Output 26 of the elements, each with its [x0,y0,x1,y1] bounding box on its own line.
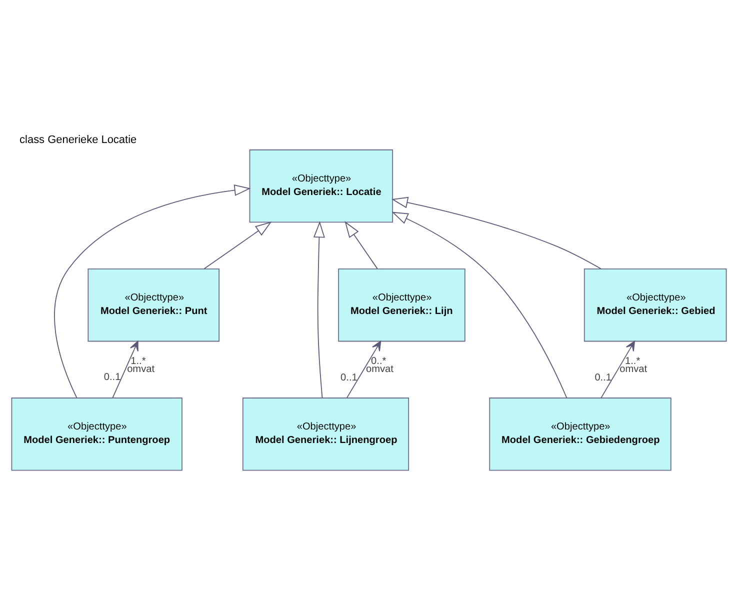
label: 0..1 [594,372,612,384]
arrow [112,340,138,398]
label: 1..* [130,356,146,367]
arrow [392,212,568,398]
edge-label: omvat [366,364,394,376]
arrow [344,221,378,270]
arrow [313,221,325,398]
arrow [204,222,272,270]
node-box: «Objecttype» Model Generiek:: Lijn [338,268,466,342]
label: 0..1 [104,372,121,384]
label: 1..* [625,356,640,367]
node-box: «Objecttype» Model Generiek:: Punt [88,268,220,342]
arrow [346,340,382,398]
arrow [54,184,251,398]
node-box: «Objecttype» Model Generiek:: Gebied [584,268,727,342]
node-box: «Objecttype» Model Generiek:: Gebiedengroep [489,398,672,471]
arrow [600,340,635,398]
edge-label: omvat [127,364,154,376]
label: 0..* [371,356,386,367]
node-box: «Objecttype» Model Generiek:: Puntengroep [11,398,182,471]
label: 0..1 [340,372,358,384]
node-box: «Objecttype» Model Generiek:: Locatie [249,149,394,223]
node-box: «Objecttype» Model Generiek:: Lijnengroep [242,398,410,471]
diagram-title: class Generieke Locatie [20,134,137,146]
arrow [391,196,602,270]
edge-label: omvat [620,364,648,376]
